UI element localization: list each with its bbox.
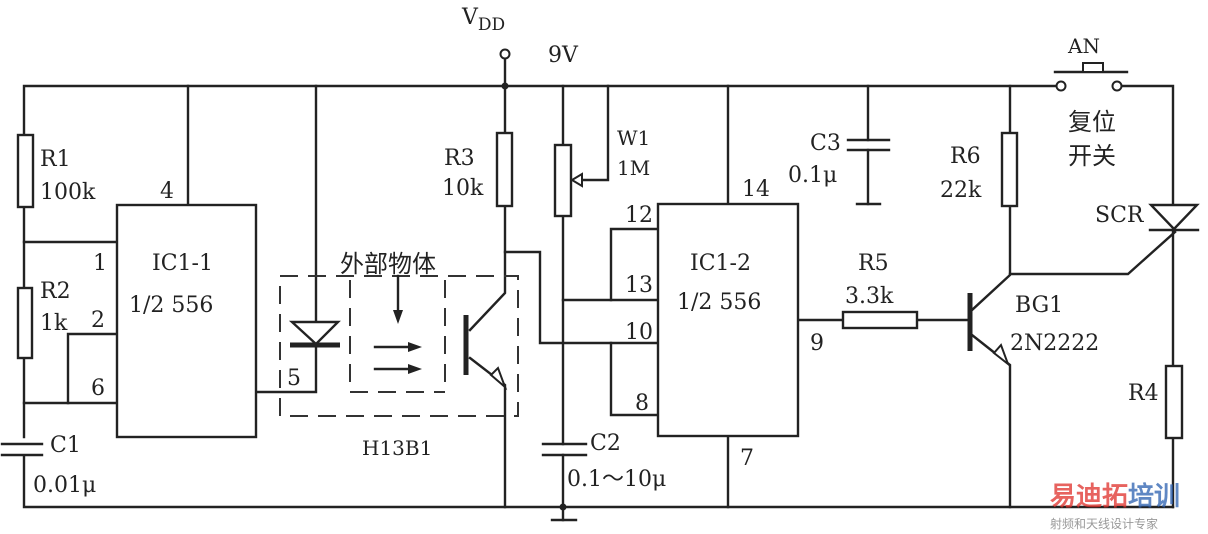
resistor-r3 (495, 131, 514, 208)
pin-13: 13 (625, 273, 653, 298)
capacitor-c2 (541, 442, 588, 457)
r3-label: R3 (444, 146, 475, 171)
capacitor-c3 (846, 138, 891, 152)
pin-7: 7 (740, 446, 754, 471)
r3-value: 10k (442, 176, 484, 201)
scr-label: SCR (1095, 203, 1145, 228)
ic1-2-name: IC1-2 (690, 251, 751, 276)
ic1-2-part: 1/2 556 (677, 290, 761, 315)
pin-1: 1 (93, 251, 107, 276)
r6-label: R6 (950, 144, 981, 169)
ic1-1-box (115, 203, 258, 439)
resistor-r5 (841, 310, 919, 330)
vdd-label: VDD (461, 5, 505, 35)
watermark-brand-blue: 培训 (1128, 482, 1180, 512)
wires (22, 56, 1177, 522)
reset-switch-an[interactable] (1053, 62, 1129, 92)
pin-4: 4 (160, 179, 174, 204)
external-object-label: 外部物体 (340, 250, 436, 278)
optocoupler-h13b1 (279, 274, 519, 417)
r1-label: R1 (40, 147, 71, 172)
c3-value: 0.1μ (788, 163, 837, 188)
potentiometer-w1 (553, 143, 573, 218)
w1-value: 1M (617, 156, 650, 180)
ic1-1-part: 1/2 556 (129, 293, 213, 318)
led-diode-icon (288, 320, 341, 346)
pin-5: 5 (287, 366, 301, 391)
w1-label: W1 (617, 126, 650, 150)
r2-value: 1k (40, 311, 68, 336)
resistor-r1 (16, 133, 35, 209)
wiper-arrow-icon (570, 172, 583, 188)
r5-value: 3.3k (845, 284, 894, 309)
resistor-r4 (1164, 364, 1184, 440)
pin-8: 8 (635, 391, 649, 416)
bg1-label: BG1 (1015, 293, 1063, 318)
c3-label: C3 (810, 131, 841, 156)
r1-value: 100k (40, 180, 96, 205)
switch-label: 开关 (1068, 142, 1116, 170)
resistor-r6 (1000, 131, 1019, 208)
watermark: 易迪拓 培训 射频和天线设计专家 (1050, 482, 1180, 531)
voltage-label: 9V (548, 43, 579, 68)
vdd-terminal (499, 48, 511, 60)
capacitor-c1 (0, 442, 44, 457)
optocoupler-label: H13B1 (362, 436, 432, 460)
c2-value: 0.1～10μ (567, 467, 666, 492)
r4-label: R4 (1128, 381, 1159, 406)
r6-value: 22k (940, 178, 982, 203)
ic1-2-box (656, 202, 800, 438)
c1-value: 0.01μ (33, 473, 96, 498)
an-label: AN (1067, 34, 1100, 58)
pin-12: 12 (625, 203, 653, 228)
light-arrows-icon (373, 274, 422, 374)
watermark-tagline: 射频和天线设计专家 (1050, 516, 1158, 531)
r5-label: R5 (858, 251, 889, 276)
c2-label: C2 (590, 431, 621, 456)
pin-2: 2 (91, 308, 105, 333)
pin-10: 10 (625, 320, 653, 345)
c1-label: C1 (50, 433, 81, 458)
scr-thyristor (1148, 203, 1200, 232)
watermark-brand-red: 易迪拓 (1050, 482, 1128, 512)
r2-label: R2 (40, 279, 71, 304)
bg1-value: 2N2222 (1010, 331, 1099, 356)
pin-9: 9 (810, 331, 824, 356)
pin-6: 6 (91, 376, 105, 401)
pin-14: 14 (742, 177, 770, 202)
transistor-bg1 (967, 293, 1011, 367)
resistor-r2 (16, 286, 34, 360)
reset-label: 复位 (1068, 108, 1116, 136)
ic1-1-name: IC1-1 (152, 251, 213, 276)
